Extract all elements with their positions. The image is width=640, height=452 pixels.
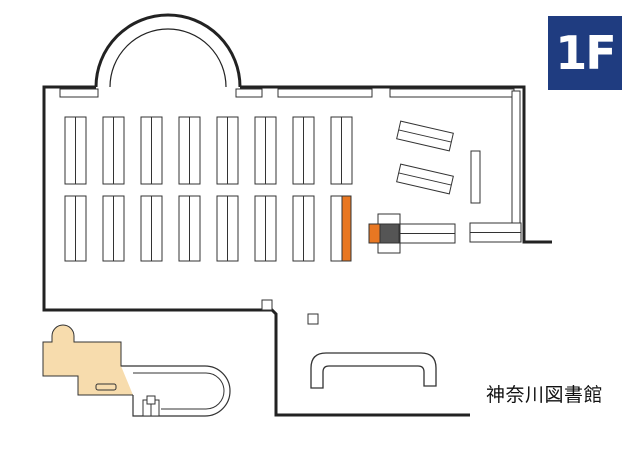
wall-shelf-north-mid — [235, 88, 263, 98]
entrance-gate — [142, 395, 160, 417]
side-counter — [469, 222, 522, 243]
annex-building — [42, 324, 134, 396]
floor-label: 1F — [555, 26, 616, 80]
floor-badge: 1F — [548, 16, 622, 90]
display-table — [396, 163, 454, 195]
service-counter — [368, 213, 456, 254]
library-name: 神奈川図書館 — [486, 384, 604, 406]
u-shaped-counter — [310, 352, 437, 389]
wall-shelf-north-center — [277, 88, 373, 98]
annex-door — [95, 383, 117, 391]
corridor-inner-wall — [133, 372, 225, 410]
bookshelf-row-lower — [64, 195, 352, 262]
standing-shelf — [470, 150, 481, 204]
highlighted-bookshelf — [341, 195, 352, 262]
dome-wall — [94, 13, 242, 88]
counter-highlight — [368, 223, 381, 244]
wall-shelf-north-right — [389, 88, 515, 98]
display-table — [396, 120, 454, 152]
pillar — [261, 299, 273, 311]
main-building-wall-east — [240, 85, 552, 244]
bookshelf-row-upper — [64, 116, 353, 185]
dome-inner-wall — [109, 28, 227, 88]
bookshelf — [330, 195, 343, 262]
counter-core — [379, 223, 400, 244]
wall-shelf-east — [511, 90, 521, 232]
pillar — [307, 313, 319, 325]
wall-shelf-north-left — [59, 88, 99, 98]
